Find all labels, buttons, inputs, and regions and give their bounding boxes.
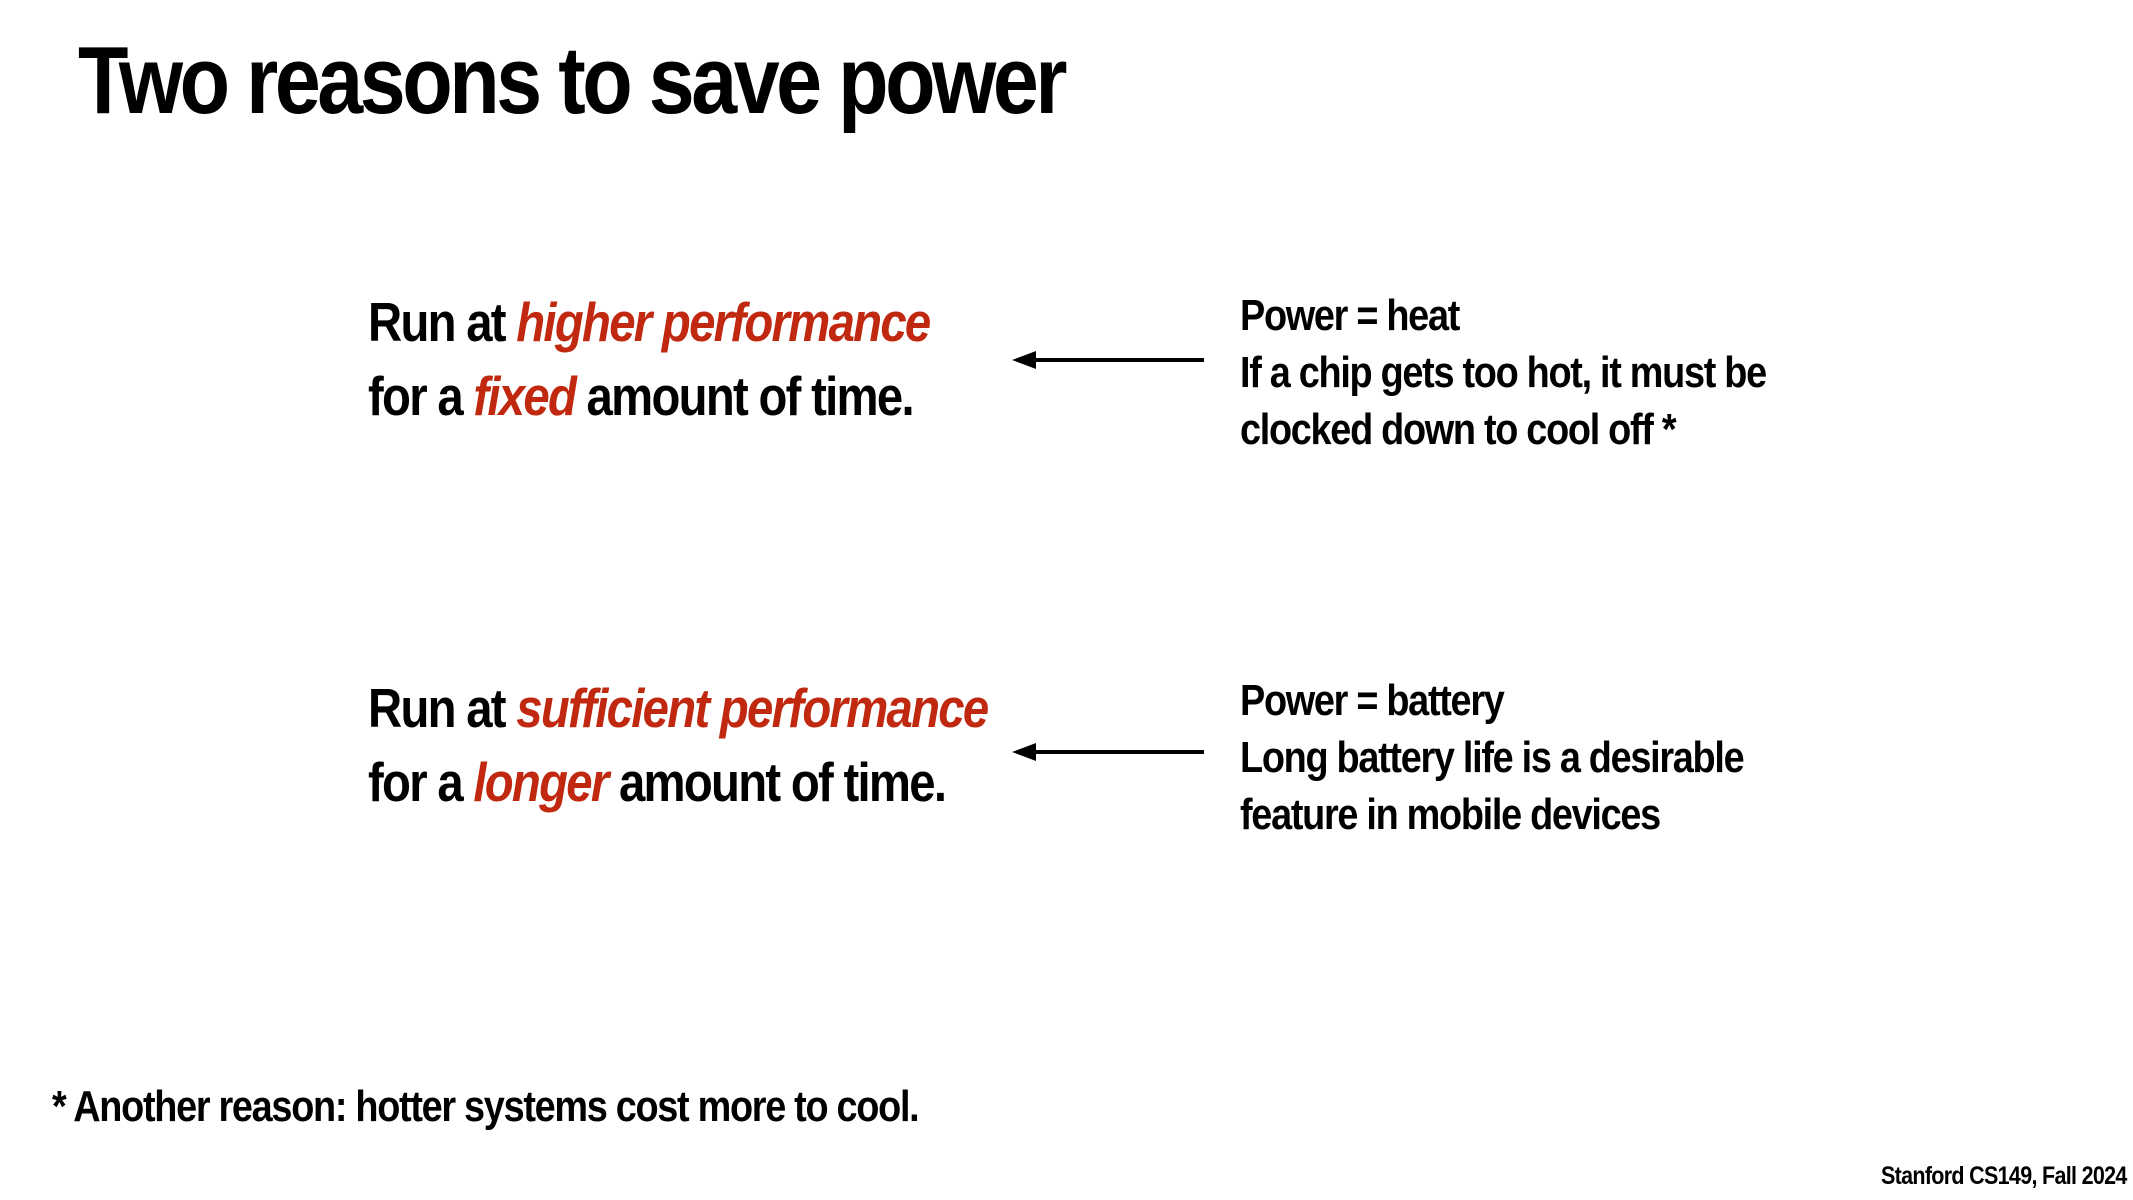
note-line: Long battery life is a desirable (1240, 733, 1745, 782)
reason-text: Run at (368, 291, 517, 353)
explanation-heat: Power = heat If a chip gets too hot, it … (1240, 287, 1767, 458)
reason-text: amount of time. (575, 365, 915, 427)
reason-line-2: for a fixed amount of time. (368, 359, 929, 433)
note-line: clocked down to cool off * (1240, 405, 1677, 454)
footnote: * Another reason: hotter systems cost mo… (52, 1082, 920, 1131)
note-line: Power = heat (1240, 291, 1460, 340)
reason-text: Run at (368, 677, 517, 739)
reason-line-1: Run at higher performance (368, 285, 931, 359)
reason-emphasis: fixed (473, 365, 577, 427)
course-credit: Stanford CS149, Fall 2024 (1881, 1162, 2127, 1190)
reason-text: for a (368, 365, 474, 427)
left-arrow-icon (1012, 351, 1204, 369)
slide-title: Two reasons to save power (78, 27, 1068, 134)
reason-emphasis: higher performance (516, 291, 931, 353)
reason-emphasis: longer (473, 751, 609, 813)
reason-text: amount of time. (607, 751, 947, 813)
note-line: Power = battery (1240, 676, 1505, 725)
reason-heat: Run at higher performance for a fixed am… (368, 285, 931, 433)
explanation-battery: Power = battery Long battery life is a d… (1240, 672, 1745, 843)
reason-line-2: for a longer amount of time. (368, 745, 987, 819)
left-arrow-icon (1012, 743, 1204, 761)
note-line: feature in mobile devices (1240, 790, 1661, 839)
reason-line-1: Run at sufficient performance (368, 671, 989, 745)
reason-emphasis: sufficient performance (516, 677, 989, 739)
note-line: If a chip gets too hot, it must be (1240, 348, 1767, 397)
reason-battery: Run at sufficient performance for a long… (368, 671, 989, 819)
reason-text: for a (368, 751, 474, 813)
